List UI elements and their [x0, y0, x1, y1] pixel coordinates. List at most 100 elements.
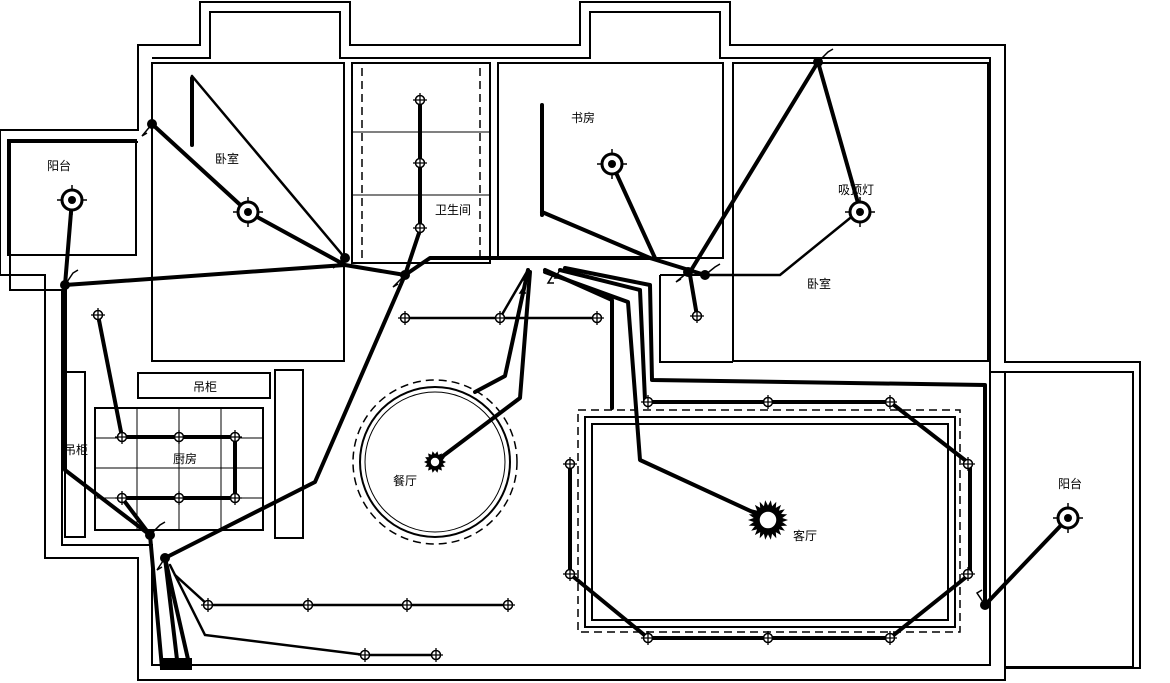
balcony-right-wire — [983, 516, 1070, 607]
panel-wire-1 — [148, 533, 164, 670]
spotlight-cross — [172, 491, 186, 505]
hanging-cabinet-side-label: 吊柜 — [64, 443, 88, 457]
corridor-spot-feed — [498, 268, 530, 320]
dining-circle-inner — [364, 391, 506, 533]
balcony-left-label: 阳台 — [47, 158, 71, 173]
switch-lever — [156, 557, 166, 571]
walls — [0, 1, 1141, 681]
ceiling-lamp-cross — [845, 197, 875, 227]
living-ceiling-outer — [584, 416, 956, 628]
spotlight-cross — [690, 309, 704, 323]
ceiling-lamp-cross — [57, 185, 87, 215]
chandelier-center — [429, 456, 441, 468]
spotlight-cross — [413, 93, 427, 107]
bedroom-left-label: 卧室 — [215, 151, 239, 166]
trunk-wire — [63, 256, 707, 287]
switch-lever — [675, 271, 689, 283]
balcony-left-wire — [63, 198, 152, 537]
living-wire-4 — [563, 266, 987, 607]
switch-lever — [332, 257, 346, 269]
balcony-left-wall — [7, 139, 137, 256]
switch-lever — [392, 274, 406, 288]
ceiling-lamp-core — [68, 196, 76, 204]
outer-wall — [0, 1, 1141, 681]
study-label: 书房 — [571, 110, 595, 125]
spotlight-cross — [301, 598, 315, 612]
dining-label: 餐厅 — [393, 473, 417, 488]
switch-lever — [975, 589, 986, 606]
bedroom-right-drop — [688, 273, 699, 318]
chandelier-center — [758, 510, 778, 530]
switch-tick — [521, 271, 529, 281]
bottom-wire-2 — [168, 563, 438, 657]
switch-lever — [704, 263, 721, 276]
bedroom-left-wire-2 — [190, 74, 347, 260]
kitchen-label: 厨房 — [173, 451, 197, 466]
hanging-cabinet-top-wall — [137, 372, 271, 399]
spotlight-cross — [961, 457, 975, 471]
wiring — [63, 60, 1070, 670]
bedroom-right-wire — [688, 60, 862, 274]
ceiling-lamp-cross — [233, 197, 263, 227]
panel-wire-3 — [163, 556, 192, 670]
living-wire-3 — [558, 268, 647, 402]
spotlight-cross — [228, 491, 242, 505]
dining-wire — [163, 273, 407, 560]
switch-lever — [817, 48, 834, 63]
study-lamp-wire — [610, 162, 657, 260]
spotlight-cross — [961, 567, 975, 581]
living-ceiling-inner — [591, 423, 949, 621]
spotlight-cross — [115, 491, 129, 505]
balcony-right-label: 阳台 — [1058, 476, 1082, 491]
switch-lever — [64, 269, 79, 286]
ceiling-lamp-core — [608, 160, 616, 168]
bathroom-wire — [403, 98, 422, 277]
spotlight-cross — [883, 395, 897, 409]
spotlight-cross — [201, 598, 215, 612]
spotlight-cross — [563, 457, 577, 471]
spotlight-cross — [641, 395, 655, 409]
spotlight-cross — [429, 648, 443, 662]
spotlight-cross — [400, 598, 414, 612]
spotlight-cross — [172, 430, 186, 444]
spotlight-cross — [398, 311, 412, 325]
dining-ceiling — [352, 379, 518, 545]
spotlight-cross — [413, 221, 427, 235]
dining-lamp-wire — [433, 270, 532, 464]
switch-tick — [546, 274, 554, 284]
bedroom-right-label: 卧室 — [807, 276, 831, 291]
spotlight-cross — [493, 311, 507, 325]
bedroom-left-wall — [151, 62, 345, 362]
bottom-spot-wire — [173, 573, 510, 607]
dining-circle-dash — [352, 379, 518, 545]
spotlight-cross — [358, 648, 372, 662]
living-ceiling-dash — [577, 409, 961, 633]
room-labels: 阳台 卧室 卫生间 书房 吸顶灯 卧室 吊柜 吊柜 厨房 餐厅 客厅 阳台 — [47, 110, 1082, 543]
ceiling-lamp-cross — [1053, 503, 1083, 533]
inner-outer-wall — [9, 11, 1005, 666]
switch-lever — [149, 521, 166, 536]
balcony-right-wall — [1004, 371, 1134, 668]
switch-lever — [141, 123, 153, 137]
dining-spot-wire — [473, 268, 530, 394]
spotlight-cross — [641, 631, 655, 645]
study-wire — [540, 210, 652, 260]
ceiling-lamp-cross — [597, 149, 627, 179]
ceiling-lamp-core — [856, 208, 864, 216]
spotlight-cross — [761, 395, 775, 409]
distribution-box — [160, 658, 192, 670]
spotlight-cross — [91, 308, 105, 322]
spotlight-cross — [883, 631, 897, 645]
kitchen-wire — [96, 313, 237, 537]
spotlight-cross — [563, 567, 577, 581]
fixtures — [57, 48, 1083, 662]
ceiling-lamp-core — [244, 208, 252, 216]
ceiling-lamp-label: 吸顶灯 — [838, 183, 874, 197]
hanging-cabinet-top-label: 吊柜 — [193, 380, 217, 394]
spotlight-cross — [761, 631, 775, 645]
spotlight-cross — [413, 156, 427, 170]
ceiling-lamp-core — [1064, 514, 1072, 522]
spotlight-cross — [501, 598, 515, 612]
bedroom-right-wall — [732, 62, 989, 362]
living-label: 客厅 — [793, 528, 817, 543]
